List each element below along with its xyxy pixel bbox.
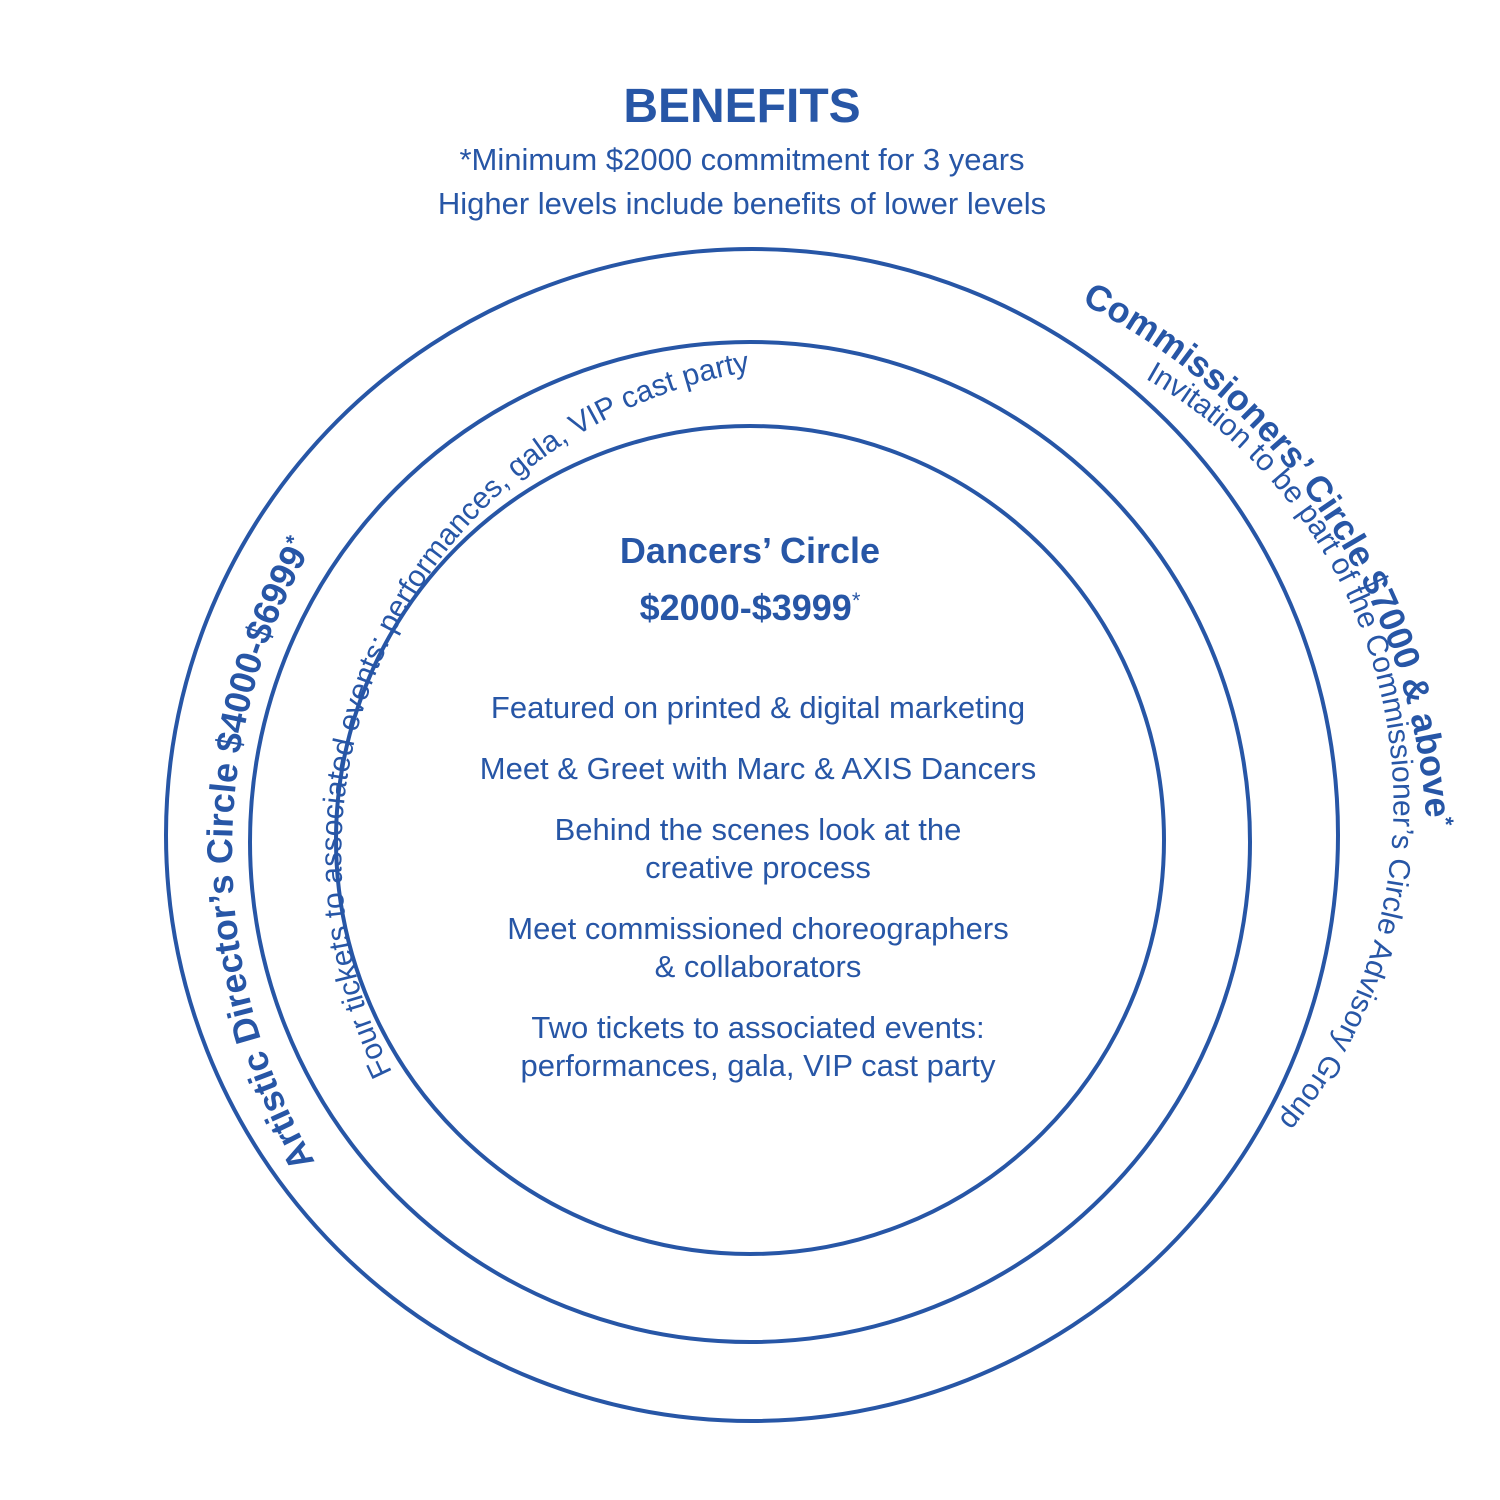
advisory-group-benefit: Invitation to be part of the Commissione… [1141,356,1419,1137]
benefit-item-2-line-1: Meet & Greet with Marc & AXIS Dancers [480,751,1036,786]
artistic-directors-circle-label: Artistic Director’s Circle $4000-$6999* [199,531,322,1178]
dancers-circle-title: Dancers’ Circle [620,530,880,571]
benefit-item-3-line-1: Behind the scenes look at the [555,812,962,847]
benefit-item-5-line-2: performances, gala, VIP cast party [521,1048,996,1083]
commissioners-asterisk: * [1433,816,1459,827]
advisory-group-benefit-text: Invitation to be part of the Commissione… [1141,356,1419,1137]
subtitle-line-1: *Minimum $2000 commitment for 3 years [459,142,1024,177]
dancers-circle-range: $2000-$3999* [640,587,861,628]
middle-circle [248,340,1252,1344]
benefit-item-4-line-2: & collaborators [655,949,862,984]
inner-circle [334,424,1166,1256]
benefit-item-4-line-1: Meet commissioned choreographers [507,911,1008,946]
benefit-item-5-line-1: Two tickets to associated events: [531,1010,984,1045]
outer-circle [164,247,1340,1423]
benefit-item-1-line-1: Featured on printed & digital marketing [491,690,1025,725]
subtitle-line-2: Higher levels include benefits of lower … [438,186,1046,221]
artistic-directors-circle-name: Artistic Director’s Circle $4000-$6999 [199,539,322,1178]
benefit-item-3-line-2: creative process [645,850,871,885]
dancers-circle-benefits-list: Featured on printed & digital marketingM… [480,690,1036,1083]
page-title: BENEFITS [623,80,860,133]
dancers-circle-asterisk: * [852,588,861,613]
dancers-circle-range-value: $2000-$3999 [640,587,852,628]
